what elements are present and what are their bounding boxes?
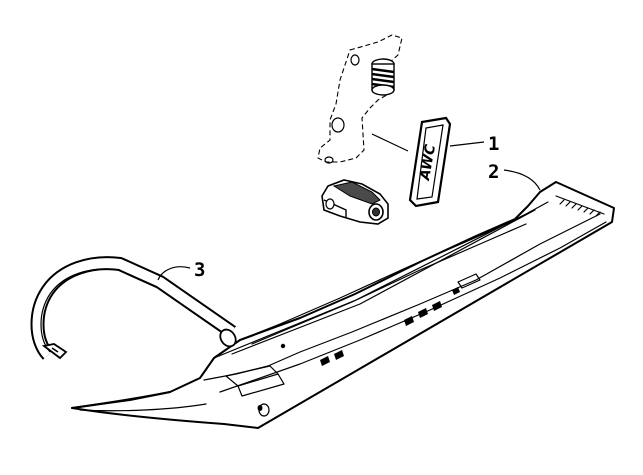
ski [71,181,615,429]
spindle-saddle [321,179,389,225]
bushing-spring [371,58,395,96]
ski-spindle-bracket [317,34,409,225]
callout-1: 1 [488,133,499,155]
callout-leaders [157,141,541,281]
callout-3: 3 [194,259,205,281]
decal: AWC [408,116,452,208]
ski-handle-loop [30,256,237,360]
callout-2: 2 [488,161,499,183]
decal-text: AWC [417,143,439,183]
